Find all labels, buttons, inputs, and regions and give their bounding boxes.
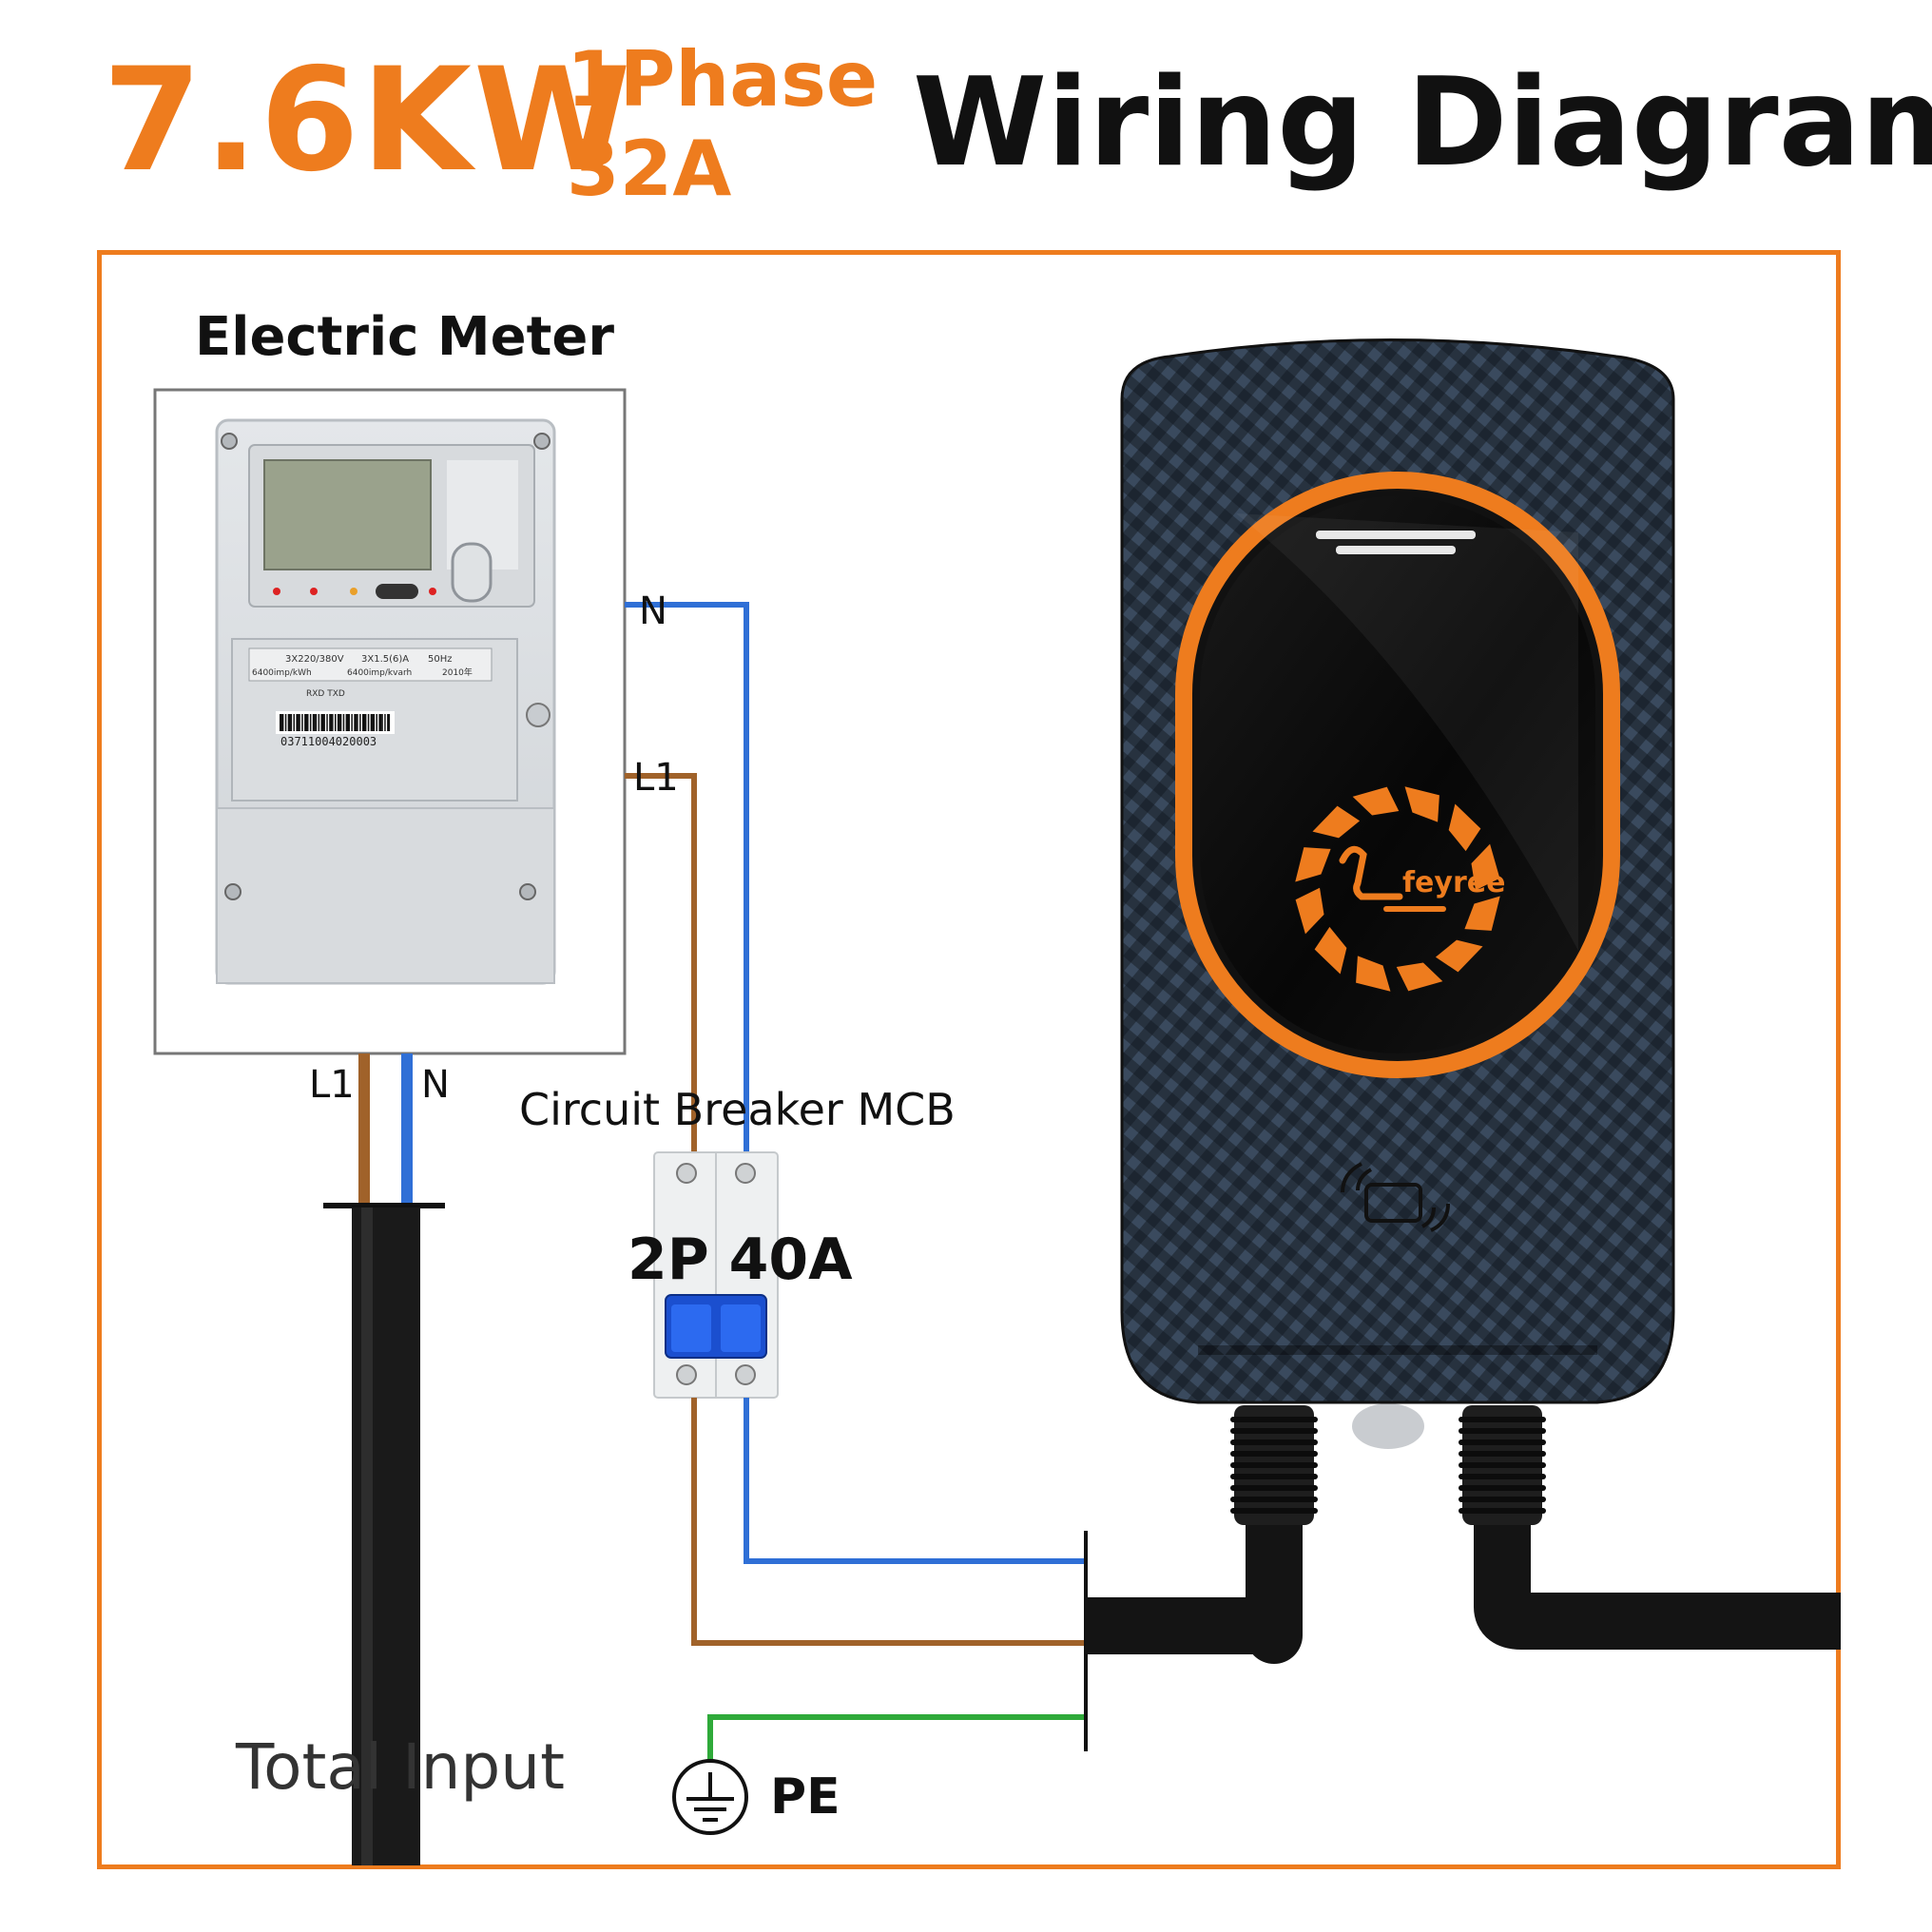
svg-text:2010年: 2010年 bbox=[442, 667, 473, 678]
led-indicator bbox=[350, 588, 357, 595]
wire-label-l1: L1 bbox=[309, 1063, 355, 1107]
neutral-wire bbox=[744, 1398, 1086, 1564]
electric-meter: 3X220/380V 3X1.5(6)A 50Hz 6400imp/kWh 64… bbox=[153, 388, 627, 1055]
led-indicator bbox=[429, 588, 436, 595]
total-input-label: Total Input bbox=[236, 1730, 566, 1804]
meter-rating-plate bbox=[248, 647, 493, 682]
screw-icon bbox=[221, 433, 238, 450]
svg-text:50Hz: 50Hz bbox=[428, 654, 453, 665]
svg-text:6400imp/kWh: 6400imp/kWh bbox=[252, 668, 312, 678]
charger-cables bbox=[1086, 1403, 1841, 1664]
screw-icon bbox=[735, 1364, 756, 1385]
meter-lower-cover bbox=[216, 807, 555, 984]
screw-icon bbox=[533, 433, 551, 450]
ir-port bbox=[376, 584, 418, 599]
svg-text:03711004020003: 03711004020003 bbox=[280, 735, 377, 748]
diagram-frame bbox=[97, 250, 1841, 1869]
screw-icon bbox=[519, 883, 536, 900]
current-label: 32A bbox=[567, 125, 732, 213]
ground-label: PE bbox=[770, 1768, 840, 1826]
page-title: Wiring Diagram bbox=[913, 52, 1932, 194]
screw-icon bbox=[676, 1364, 697, 1385]
meter-title: Electric Meter bbox=[195, 306, 614, 368]
wire-label-n: N bbox=[421, 1063, 450, 1107]
svg-text:6400imp/kvarh: 6400imp/kvarh bbox=[347, 668, 412, 678]
phase-label: 1Phase bbox=[567, 35, 879, 124]
breaker-rating: 2P 40A bbox=[628, 1227, 853, 1293]
led-indicator bbox=[310, 588, 318, 595]
brand-label: feyree bbox=[1402, 866, 1505, 899]
screw-icon bbox=[676, 1163, 697, 1184]
ground-icon bbox=[672, 1759, 748, 1835]
earth-wire bbox=[707, 1714, 1086, 1778]
meter-seal bbox=[526, 703, 551, 727]
svg-text:3X220/380V: 3X220/380V bbox=[285, 654, 344, 665]
ev-charger: feyree bbox=[1120, 338, 1675, 1404]
screw-icon bbox=[735, 1163, 756, 1184]
screw-icon bbox=[224, 883, 242, 900]
status-light bbox=[1316, 531, 1476, 539]
supply-cable bbox=[323, 1053, 445, 1865]
neutral-wire bbox=[625, 602, 749, 1160]
rfid-icon bbox=[1341, 1162, 1450, 1232]
wire-label-n: N bbox=[639, 589, 667, 633]
status-light bbox=[1336, 546, 1456, 554]
live-wire bbox=[691, 1398, 1086, 1646]
lcd-display bbox=[263, 459, 432, 570]
vent-cap bbox=[1352, 1403, 1424, 1449]
power-rating: 7.6KW bbox=[103, 38, 633, 203]
wire-label-l1: L1 bbox=[633, 756, 679, 800]
led-indicator bbox=[273, 588, 280, 595]
circuit-breaker bbox=[653, 1151, 779, 1399]
svg-text:RXD TXD: RXD TXD bbox=[306, 689, 345, 699]
meter-button bbox=[451, 542, 493, 603]
feyree-logo-icon bbox=[1295, 786, 1500, 992]
live-wire bbox=[625, 773, 697, 1160]
breaker-title: Circuit Breaker MCB bbox=[519, 1084, 956, 1135]
svg-text:3X1.5(6)A: 3X1.5(6)A bbox=[361, 654, 409, 665]
